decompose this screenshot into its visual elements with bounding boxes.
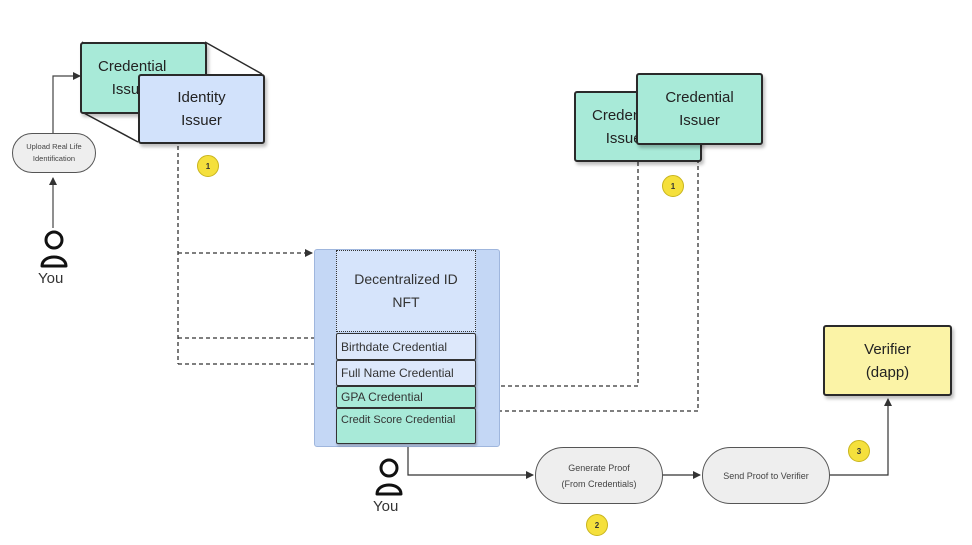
identity-issuer-label: Identity Issuer [177,89,226,129]
credit-score-credential: Credit Score Credential [336,408,476,444]
identity-issuer-dashed-links [177,146,335,368]
credential-issuer-label: Credential Issuer [665,89,734,129]
user-icon-top [39,230,69,273]
send-proof-label: Send Proof to Verifier [723,470,809,481]
step-badge-1-credential: 1 [662,175,684,197]
arrow-upload-to-issuer [52,72,81,133]
decentralized-id-nft-label: Decentralized ID NFT [354,271,458,310]
decentralized-id-nft: Decentralized ID NFT [336,250,476,332]
birthdate-credential: Birthdate Credential [336,333,476,360]
identity-issuer-card: Identity Issuer [138,74,265,144]
verifier-label: Verifier (dapp) [864,340,911,381]
verifier-card: Verifier (dapp) [823,325,952,396]
user-icon-bottom [374,458,404,501]
upload-identification-label: Upload Real Life Identification [26,142,82,163]
generate-proof-step: Generate Proof (From Credentials) [535,447,663,504]
you-label-top: You [38,270,64,287]
step-badge-1-identity: 1 [197,155,219,177]
step-badge-2: 2 [586,514,608,536]
you-label-bottom: You [373,498,399,515]
credential-issuer-card: Credential Issuer [636,73,763,145]
credential-issuer-dashed-links [479,145,699,415]
arrow-did-to-generate [407,447,534,479]
send-proof-step: Send Proof to Verifier [702,447,830,504]
generate-proof-label: Generate Proof (From Credentials) [561,462,637,489]
gpa-credential: GPA Credential [336,386,476,408]
full-name-credential: Full Name Credential [336,360,476,386]
arrow-send-to-verifier [829,398,892,476]
upload-identification-step: Upload Real Life Identification [12,133,96,173]
step-badge-3: 3 [848,440,870,462]
